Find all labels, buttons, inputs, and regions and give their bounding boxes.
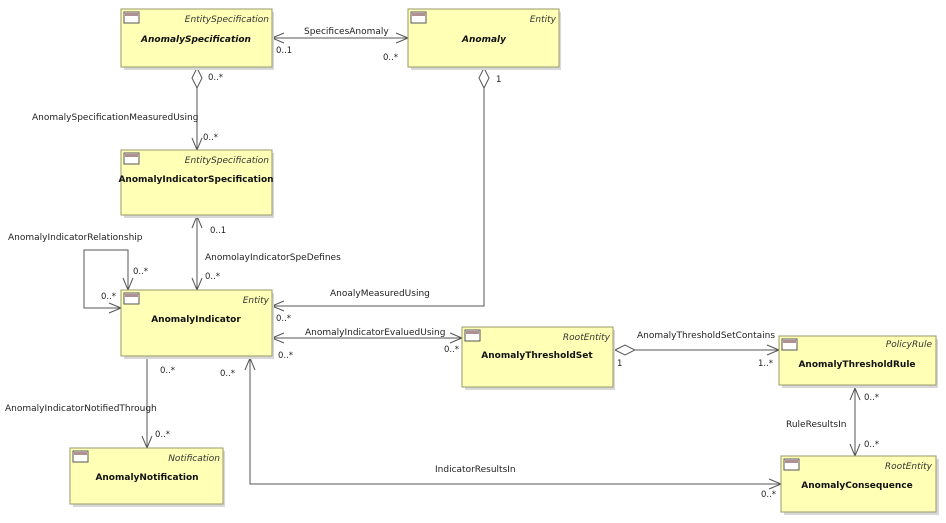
multiplicity: 0..* — [383, 53, 398, 63]
class-icon — [783, 458, 800, 471]
class-icon — [123, 152, 140, 165]
class-anomaly[interactable]: Entity Anomaly — [407, 8, 561, 70]
multiplicity: 0..* — [278, 351, 293, 361]
class-name: AnomalyThresholdRule — [798, 360, 915, 370]
multiplicity: 0..1 — [210, 226, 226, 236]
class-anomaly-indicator-specification[interactable]: EntitySpecification AnomalyIndicatorSpec… — [118, 149, 274, 218]
edge-indicator-spe-defines[interactable]: AnomolayIndicatorSpeDefines 0..1 0..* — [191, 214, 341, 292]
class-name: AnomalyConsequence — [801, 481, 912, 491]
class-stereotype: PolicyRule — [886, 340, 933, 350]
edge-label: AnoalyMeasuredUsing — [330, 289, 430, 299]
class-stereotype: RootEntity — [563, 333, 611, 343]
multiplicity: 0..1 — [276, 46, 292, 56]
edge-specifies-anomaly[interactable]: SpecificesAnomaly 0..1 0..* — [270, 27, 410, 63]
aggregation-diamond — [191, 66, 203, 90]
edge-label: AnomalySpecificationMeasuredUsing — [32, 113, 198, 123]
aggregation-diamond — [478, 66, 490, 90]
multiplicity: 0..* — [208, 73, 223, 83]
multiplicity: 0..* — [160, 366, 175, 376]
class-name: AnomalyNotification — [95, 473, 198, 483]
edge-spec-measured-using[interactable]: AnomalySpecificationMeasuredUsing 0..* 0… — [32, 66, 223, 152]
multiplicity: 0..* — [205, 272, 220, 282]
multiplicity: 0..* — [276, 314, 291, 324]
edge-label: AnomalyIndicatorRelationship — [8, 233, 143, 243]
multiplicity: 1..* — [758, 359, 773, 369]
edge-anomaly-measured-using[interactable]: AnoalyMeasuredUsing 1 0..* — [270, 66, 501, 324]
class-icon — [123, 292, 140, 305]
class-anomaly-consequence[interactable]: RootEntity AnomalyConsequence — [780, 455, 939, 515]
multiplicity: 0..* — [864, 393, 879, 403]
edges: SpecificesAnomaly 0..1 0..* AnomalySpeci… — [5, 27, 879, 500]
class-icon — [72, 450, 89, 463]
multiplicity: 0..* — [203, 133, 218, 143]
multiplicity: 0..* — [133, 267, 148, 277]
edge-indicator-evalued-using[interactable]: AnomalyIndicatorEvaluedUsing 0..* 0..* — [270, 328, 464, 361]
edge-label: IndicatorResultsIn — [435, 465, 516, 475]
multiplicity: 0..* — [761, 490, 776, 500]
edge-label: AnomalyIndicatorNotifiedThrough — [5, 404, 157, 414]
class-anomaly-threshold-rule[interactable]: PolicyRule AnomalyThresholdRule — [778, 335, 938, 388]
class-name: Anomaly — [461, 35, 507, 45]
class-stereotype: Notification — [168, 454, 220, 464]
multiplicity: 1 — [617, 359, 622, 369]
class-anomaly-notification[interactable]: Notification AnomalyNotification — [69, 447, 225, 507]
edge-label: SpecificesAnomaly — [304, 27, 389, 37]
multiplicity: 0..* — [444, 345, 459, 355]
class-stereotype: EntitySpecification — [185, 156, 269, 166]
class-anomaly-indicator[interactable]: Entity AnomalyIndicator — [120, 289, 274, 359]
class-anomaly-specification[interactable]: EntitySpecification AnomalySpecification — [120, 8, 274, 70]
class-name: AnomalyThresholdSet — [481, 351, 593, 361]
multiplicity: 0..* — [101, 292, 116, 302]
multiplicity: 0..* — [864, 440, 879, 450]
edge-label: AnomalyIndicatorEvaluedUsing — [305, 328, 445, 338]
class-name: AnomalyIndicatorSpecification — [118, 175, 273, 185]
edge-label: RuleResultsIn — [786, 420, 846, 430]
class-stereotype: Entity — [243, 296, 270, 306]
class-stereotype: EntitySpecification — [185, 15, 269, 25]
class-icon — [464, 329, 481, 342]
class-anomaly-threshold-set[interactable]: RootEntity AnomalyThresholdSet — [461, 326, 615, 390]
class-icon — [781, 338, 798, 351]
class-stereotype: RootEntity — [885, 462, 933, 472]
edge-rule-results-in[interactable]: RuleResultsIn 0..* 0..* — [786, 386, 879, 458]
class-name: AnomalySpecification — [140, 35, 251, 45]
multiplicity: 0..* — [220, 369, 235, 379]
classes: EntitySpecification AnomalySpecification… — [69, 8, 939, 515]
class-icon — [123, 11, 140, 24]
edge-label: AnomalyThresholdSetContains — [637, 331, 775, 341]
class-stereotype: Entity — [530, 15, 557, 25]
multiplicity: 1 — [496, 75, 501, 85]
edge-label: AnomolayIndicatorSpeDefines — [205, 253, 341, 263]
class-icon — [410, 11, 427, 24]
class-name: AnomalyIndicator — [151, 315, 241, 325]
aggregation-diamond — [613, 344, 637, 356]
multiplicity: 0..* — [155, 430, 170, 440]
edge-notified-through[interactable]: AnomalyIndicatorNotifiedThrough 0..* 0..… — [5, 358, 175, 450]
edge-threshold-set-contains[interactable]: AnomalyThresholdSetContains 1 1..* — [613, 331, 781, 369]
